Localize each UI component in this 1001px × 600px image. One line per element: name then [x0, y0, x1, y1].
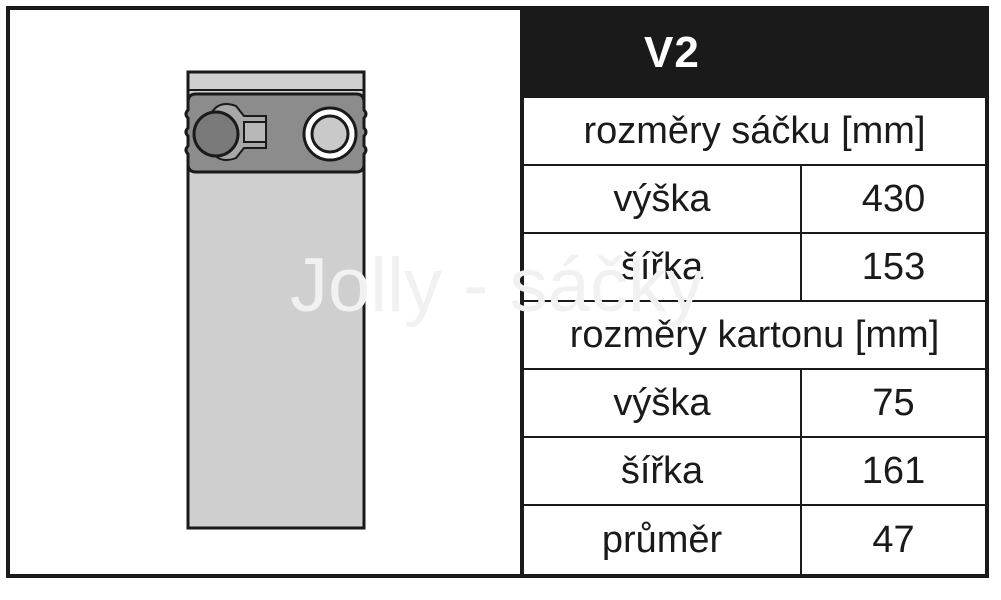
bag-illustration-panel [10, 10, 520, 574]
dimensions-table: V2 rozměry sáčku [mm] výška 430 šířka 15… [524, 10, 985, 574]
table-row: šířka 161 [524, 436, 985, 504]
bag-height-value: 430 [861, 177, 926, 220]
bag-dimensions-heading-row: rozměry sáčku [mm] [524, 96, 985, 164]
bag-height-label: výška [524, 166, 802, 232]
carton-diameter-label: průměr [524, 506, 802, 574]
carton-height-value: 75 [872, 381, 915, 424]
table-row: šířka 153 [524, 232, 985, 300]
carton-width-label: šířka [524, 438, 802, 504]
carton-diameter-value: 47 [872, 518, 915, 561]
bag-width-value: 153 [861, 245, 926, 288]
latch-knob [192, 110, 240, 158]
panel-divider [520, 10, 524, 574]
carton-dimensions-heading-row: rozměry kartonu [mm] [524, 300, 985, 368]
model-header: V2 [524, 10, 985, 96]
inlet-opening [310, 114, 350, 154]
table-row: průměr 47 [524, 504, 985, 574]
carton-height-label: výška [524, 370, 802, 436]
product-card: V2 rozměry sáčku [mm] výška 430 šířka 15… [6, 6, 989, 578]
vacuum-bag-illustration [184, 70, 368, 530]
latch-slot [243, 121, 267, 143]
bag-width-label: šířka [524, 234, 802, 300]
carton-width-value: 161 [861, 449, 926, 492]
table-row: výška 75 [524, 368, 985, 436]
bag-dimensions-heading: rozměry sáčku [mm] [583, 109, 926, 152]
table-row: výška 430 [524, 164, 985, 232]
carton-dimensions-heading: rozměry kartonu [mm] [569, 313, 940, 356]
model-title: V2 [644, 28, 700, 77]
